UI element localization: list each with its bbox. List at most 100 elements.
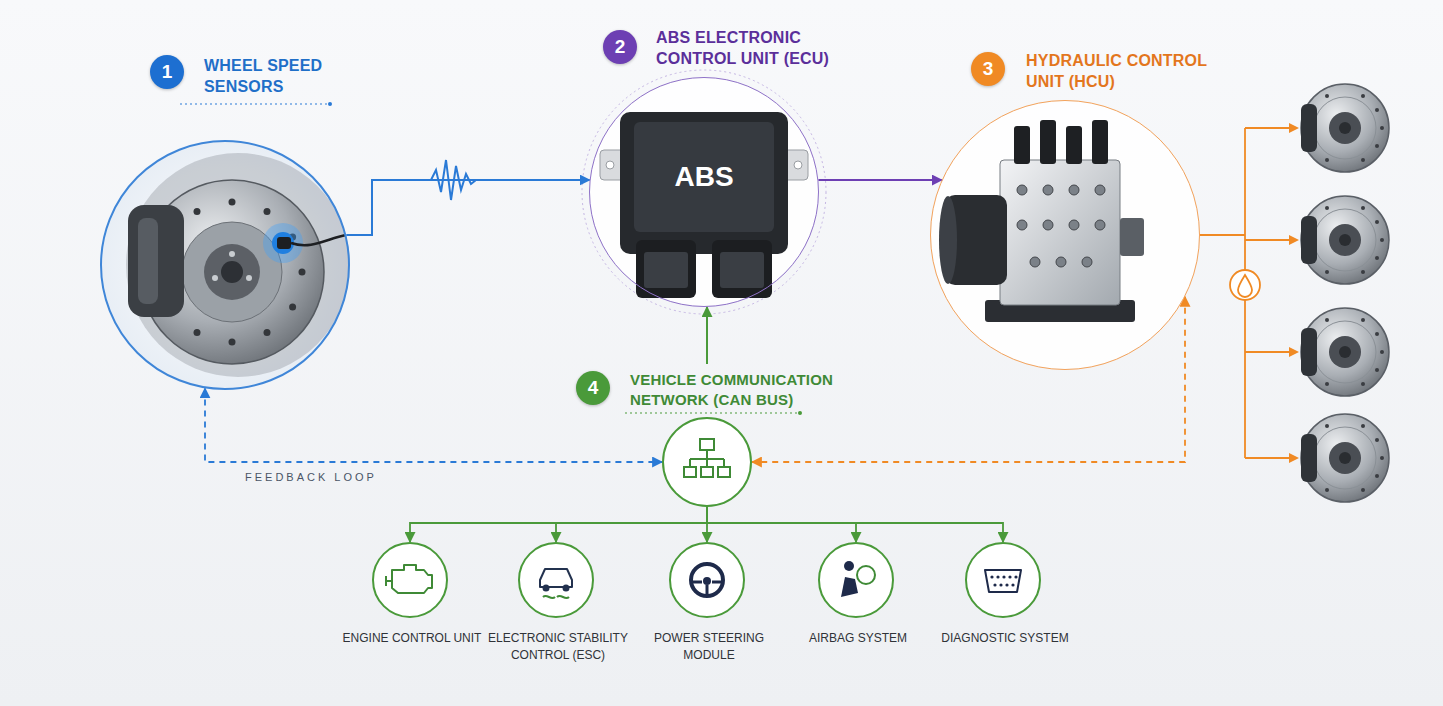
wheel-illustration-part: [264, 329, 271, 336]
system-name: DIAGNOSTIC SYSTEM: [930, 630, 1080, 647]
fluid-icon: [1230, 270, 1260, 300]
dotted-underline-part: [625, 412, 800, 413]
hcu-illustration: [939, 120, 1144, 322]
hcu-illustration-part: [1056, 257, 1066, 267]
diagnostic-icon-part: [993, 583, 996, 586]
circle-ground-part: [819, 543, 893, 617]
diagnostic-icon-part: [1008, 575, 1011, 578]
wheel-illustration-part: [212, 275, 218, 281]
wheel-illustration-part: [204, 244, 260, 300]
hcu-illustration-part: [1014, 126, 1030, 164]
diagnostic-icon-part: [999, 583, 1002, 586]
wheel-illustration-part: [194, 208, 201, 215]
brake-line-part: [1289, 347, 1299, 357]
brake-disc-part: [1301, 308, 1389, 396]
ecu-illustration-part: [606, 161, 614, 169]
hcu-illustration-part: [1095, 185, 1105, 195]
hcu-illustration-part: [1017, 185, 1027, 195]
brake-line: [1200, 123, 1299, 463]
diagnostic-icon-part: [1011, 583, 1014, 586]
circle-ground-part: [670, 543, 744, 617]
connector: [706, 307, 708, 364]
hcu-illustration-part: [1000, 160, 1120, 305]
ecu-illustration-part: [712, 240, 772, 298]
system-name: POWER STEERING MODULE: [634, 630, 784, 664]
section-heading: HYDRAULIC CONTROL UNIT (HCU): [1026, 51, 1231, 93]
edge-label: FEEDBACK LOOP: [245, 471, 377, 483]
system-circle: AIRBAG SYSTEM: [818, 542, 894, 618]
hcu-circle: HYDRAULIC CONTROL UNIT (HCU): [930, 100, 1200, 370]
stability-icon-part: [564, 586, 569, 591]
steering-icon-part: [703, 577, 711, 585]
hcu-illustration-part: [1095, 220, 1105, 230]
network-icon-part: [684, 467, 696, 477]
hcu-illustration-part: [1017, 220, 1027, 230]
steering-icon: [691, 564, 723, 596]
engine-icon-part: [392, 565, 432, 593]
ecu-illustration-part: [620, 112, 788, 254]
diagnostic-icon-part: [1014, 575, 1017, 578]
brake-line-part: [1245, 239, 1290, 241]
wheel-illustration-part: [138, 218, 158, 304]
wheel-illustration-part: [263, 223, 303, 263]
wheel-illustration-part: [229, 339, 236, 346]
engine-icon-part: [386, 576, 392, 586]
circle-ground-part: [931, 101, 1199, 369]
system-circle: ELECTRONIC STABILITY CONTROL (ESC): [518, 542, 594, 618]
connector: [707, 507, 1003, 542]
dotted-underline-part: [180, 103, 330, 104]
wheel-illustration-part: [194, 329, 201, 336]
dotted-underline-part: [798, 411, 802, 415]
wheel-illustration-part: [272, 232, 294, 254]
network-icon-part: [700, 439, 714, 450]
circle-ground-part: [966, 543, 1040, 617]
wheel-illustration-part: [229, 199, 236, 206]
hcu-illustration-part: [939, 196, 957, 284]
diagnostic-icon: [985, 570, 1021, 592]
ecu-illustration-part: [794, 161, 802, 169]
stability-icon: [540, 569, 572, 598]
hcu-illustration-part: [1120, 218, 1144, 256]
airbag-icon-part: [844, 561, 854, 571]
engine-icon: [386, 565, 432, 593]
fluid-icon-part: [1230, 270, 1260, 300]
wheel-illustration-part: [128, 205, 184, 317]
section-heading: ABS ELECTRONIC CONTROL UNIT (ECU): [656, 28, 871, 70]
callout-number: 2: [603, 30, 637, 64]
network-icon: [684, 439, 730, 477]
ecu-illustration-part: [720, 252, 764, 288]
dotted-underline-part: [328, 102, 332, 106]
stability-icon-part: [544, 586, 549, 591]
brake-line-part: [1289, 235, 1299, 245]
section-heading: VEHICLE COMMUNICATION NETWORK (CAN BUS): [630, 370, 870, 409]
connector: [818, 179, 941, 181]
diagnostic-icon-part: [985, 570, 1021, 592]
hcu-illustration-part: [1043, 185, 1053, 195]
hcu-illustration-part: [1030, 257, 1040, 267]
hcu-illustration-part: [1069, 185, 1079, 195]
wheel-illustration-part: [221, 261, 243, 283]
circle-ground-part: [101, 141, 349, 389]
airbag-icon: [841, 561, 875, 597]
hcu-illustration-part: [1092, 120, 1108, 164]
network-hub: VEHICLE COMMUNICATION NETWORK (CAN BUS): [662, 417, 752, 507]
ecu-illustration-part: [644, 252, 688, 288]
wheel-illustration-part: [229, 251, 235, 257]
stability-icon-part: [543, 596, 569, 598]
system-name: ELECTRONIC STABILITY CONTROL (ESC): [483, 630, 633, 664]
brake-line-part: [1245, 127, 1290, 129]
system-circle: DIAGNOSTIC SYSTEM: [965, 542, 1041, 618]
section-heading: WHEEL SPEED SENSORS: [204, 56, 354, 98]
wheel-illustration-part: [126, 153, 350, 377]
connector: [707, 507, 856, 542]
hcu-illustration-part: [1069, 220, 1079, 230]
connector: [410, 507, 707, 542]
system-name: ENGINE CONTROL UNIT: [337, 630, 487, 647]
airbag-icon-part: [857, 566, 875, 584]
circle-ground-part: [582, 70, 826, 314]
diagnostic-icon-part: [990, 575, 993, 578]
system-circle: POWER STEERING MODULE: [669, 542, 745, 618]
circle-ground-part: [373, 543, 447, 617]
